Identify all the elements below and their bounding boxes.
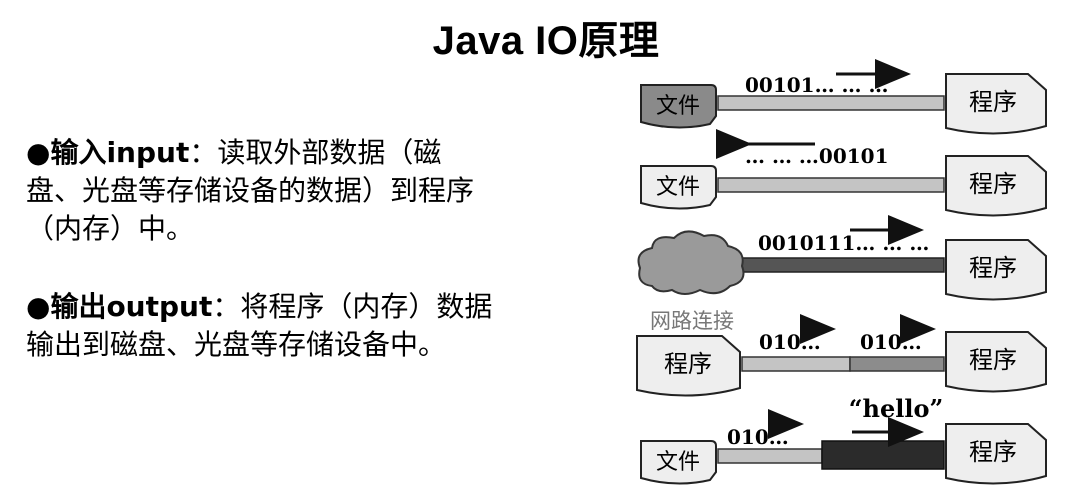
- program-label: 程序: [969, 88, 1017, 116]
- program-box: [945, 423, 1047, 485]
- output-heading: 输出output: [50, 290, 213, 323]
- program-box: [945, 155, 1047, 217]
- network-label: 网路连接: [650, 309, 734, 333]
- program-label: 程序: [969, 346, 1017, 374]
- file-label: 文件: [656, 450, 700, 475]
- data-pipe: [741, 356, 851, 372]
- program-label: 程序: [664, 350, 712, 378]
- data-pipe: [849, 356, 945, 372]
- bit-stream-label: 00101… … …: [745, 73, 889, 97]
- bit-stream-label: 010…: [727, 425, 789, 449]
- cloud-icon: [637, 230, 745, 295]
- input-separator: ：: [189, 136, 218, 169]
- data-pipe: [821, 440, 945, 470]
- file-box: [640, 84, 717, 129]
- program-box: [945, 239, 1047, 301]
- file-label: 文件: [656, 94, 700, 119]
- program-label: 程序: [969, 170, 1017, 198]
- bit-stream-label: 010…: [759, 330, 821, 354]
- data-pipe: [717, 95, 945, 111]
- input-description: 读取外部数据（磁盘、光盘等存储设备的数据）到程序（内存）中。: [26, 136, 475, 245]
- program-box: [945, 331, 1047, 393]
- data-pipe: [717, 448, 823, 464]
- bullet-dot-icon: ●: [26, 136, 51, 169]
- input-heading: 输入input: [50, 136, 190, 169]
- bullet-dot-icon: ●: [26, 290, 51, 323]
- row-program-to-file: 文件 … … …00101 程序: [640, 129, 1047, 217]
- output-description: 将程序（内存）数据输出到磁盘、光盘等存储设备中。: [26, 290, 493, 361]
- program-label: 程序: [969, 438, 1017, 466]
- output-bullet: ●输出output：将程序（内存）数据输出到磁盘、光盘等存储设备中。: [26, 288, 496, 364]
- row-file-to-program: 文件 00101… … … 程序: [640, 59, 1047, 135]
- input-bullet: ●输入input：读取外部数据（磁盘、光盘等存储设备的数据）到程序（内存）中。: [26, 134, 496, 248]
- file-box: [640, 440, 717, 485]
- file-label: 文件: [656, 175, 700, 200]
- row-file-hello-to-program: 文件 010… “hello” 程序: [640, 394, 1047, 485]
- bit-stream-label: … … …00101: [745, 144, 889, 168]
- program-label: 程序: [969, 254, 1017, 282]
- hello-label: “hello”: [849, 394, 944, 423]
- file-box: [640, 165, 717, 210]
- row-network-to-program: 网路连接 0010111… … … 程序: [637, 215, 1047, 333]
- data-pipe: [734, 257, 945, 273]
- program-box: [636, 335, 741, 397]
- program-box: [945, 73, 1047, 135]
- data-pipe: [717, 177, 945, 193]
- page-title: Java IO原理: [432, 19, 660, 63]
- output-separator: ：: [212, 290, 241, 323]
- bit-stream-label: 010…: [860, 330, 922, 354]
- bit-stream-label: 0010111… … …: [758, 231, 929, 255]
- row-program-to-program: 程序 010… 010… 程序: [636, 314, 1047, 397]
